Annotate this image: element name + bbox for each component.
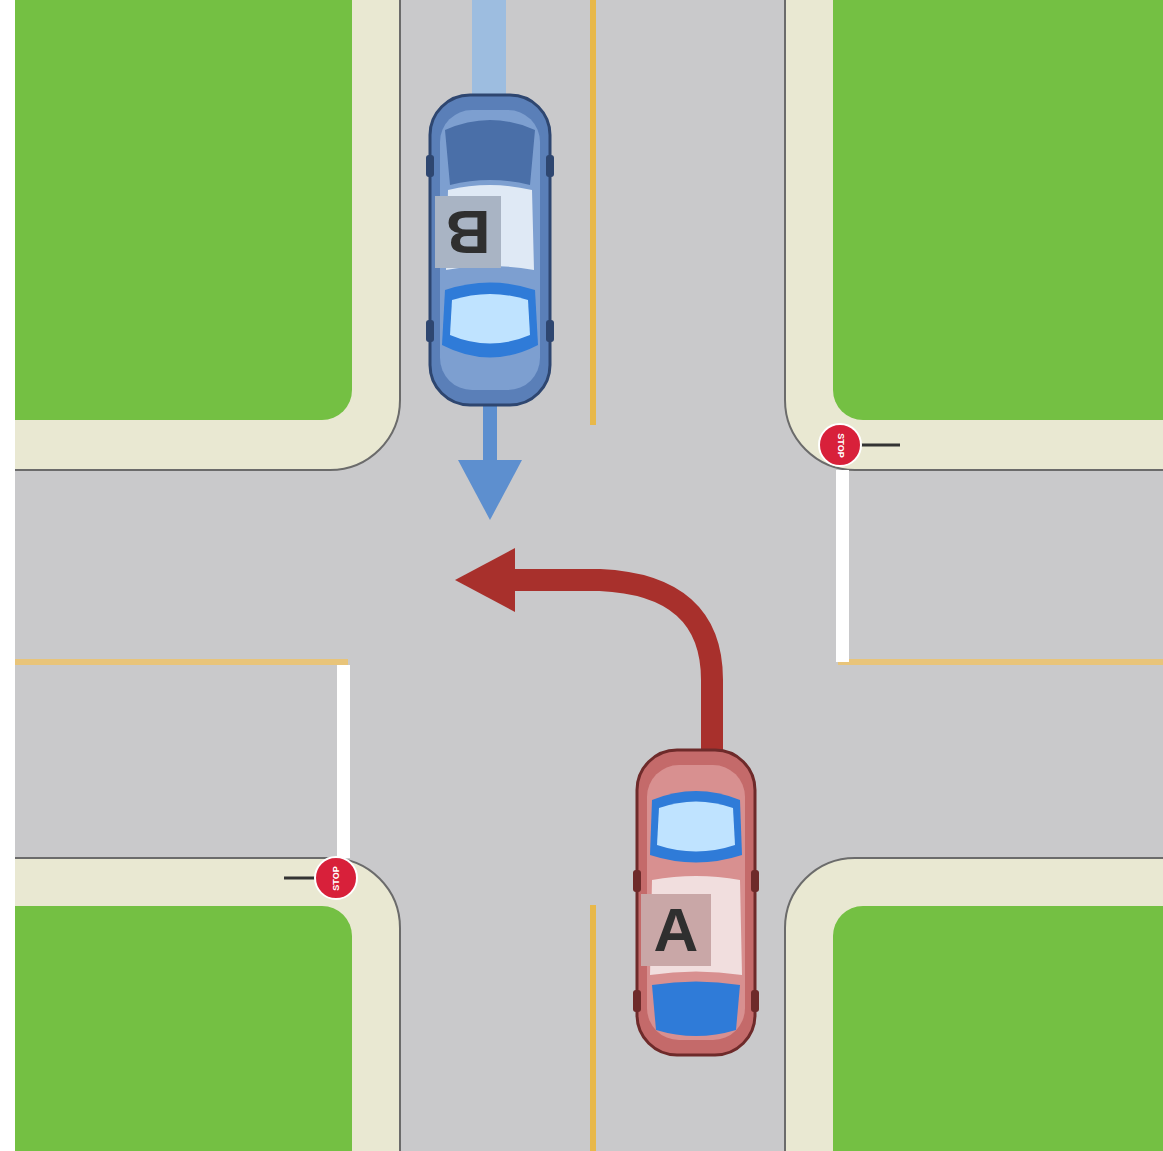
centre-line (590, 905, 596, 1151)
stop-sign (819, 424, 861, 466)
stop-sign (315, 857, 357, 899)
path-arrow (455, 548, 515, 612)
curb (15, 0, 400, 470)
car-a (633, 750, 759, 1055)
stop-sign-text: STOP (330, 861, 343, 895)
car-b (426, 95, 554, 405)
stop-line (836, 470, 849, 662)
curb (785, 0, 1163, 470)
stop-sign-text: STOP (834, 428, 847, 462)
centre-line (15, 659, 348, 665)
car-letter: A (641, 894, 711, 966)
sidewalk (785, 0, 1163, 470)
car-letter: B (435, 196, 501, 268)
stop-line (337, 665, 350, 858)
curb (15, 858, 400, 1151)
path-arrow (458, 460, 522, 520)
centre-line (590, 0, 596, 425)
grass (833, 906, 1163, 1151)
grass (833, 0, 1163, 420)
sidewalk (15, 858, 400, 1151)
path-arrow (505, 580, 712, 750)
sidewalk (15, 0, 400, 470)
grass (15, 906, 352, 1151)
margin (0, 0, 15, 1151)
curb (785, 858, 1163, 1151)
centre-line (838, 659, 1163, 665)
grass (15, 0, 352, 420)
sidewalk (785, 858, 1163, 1151)
